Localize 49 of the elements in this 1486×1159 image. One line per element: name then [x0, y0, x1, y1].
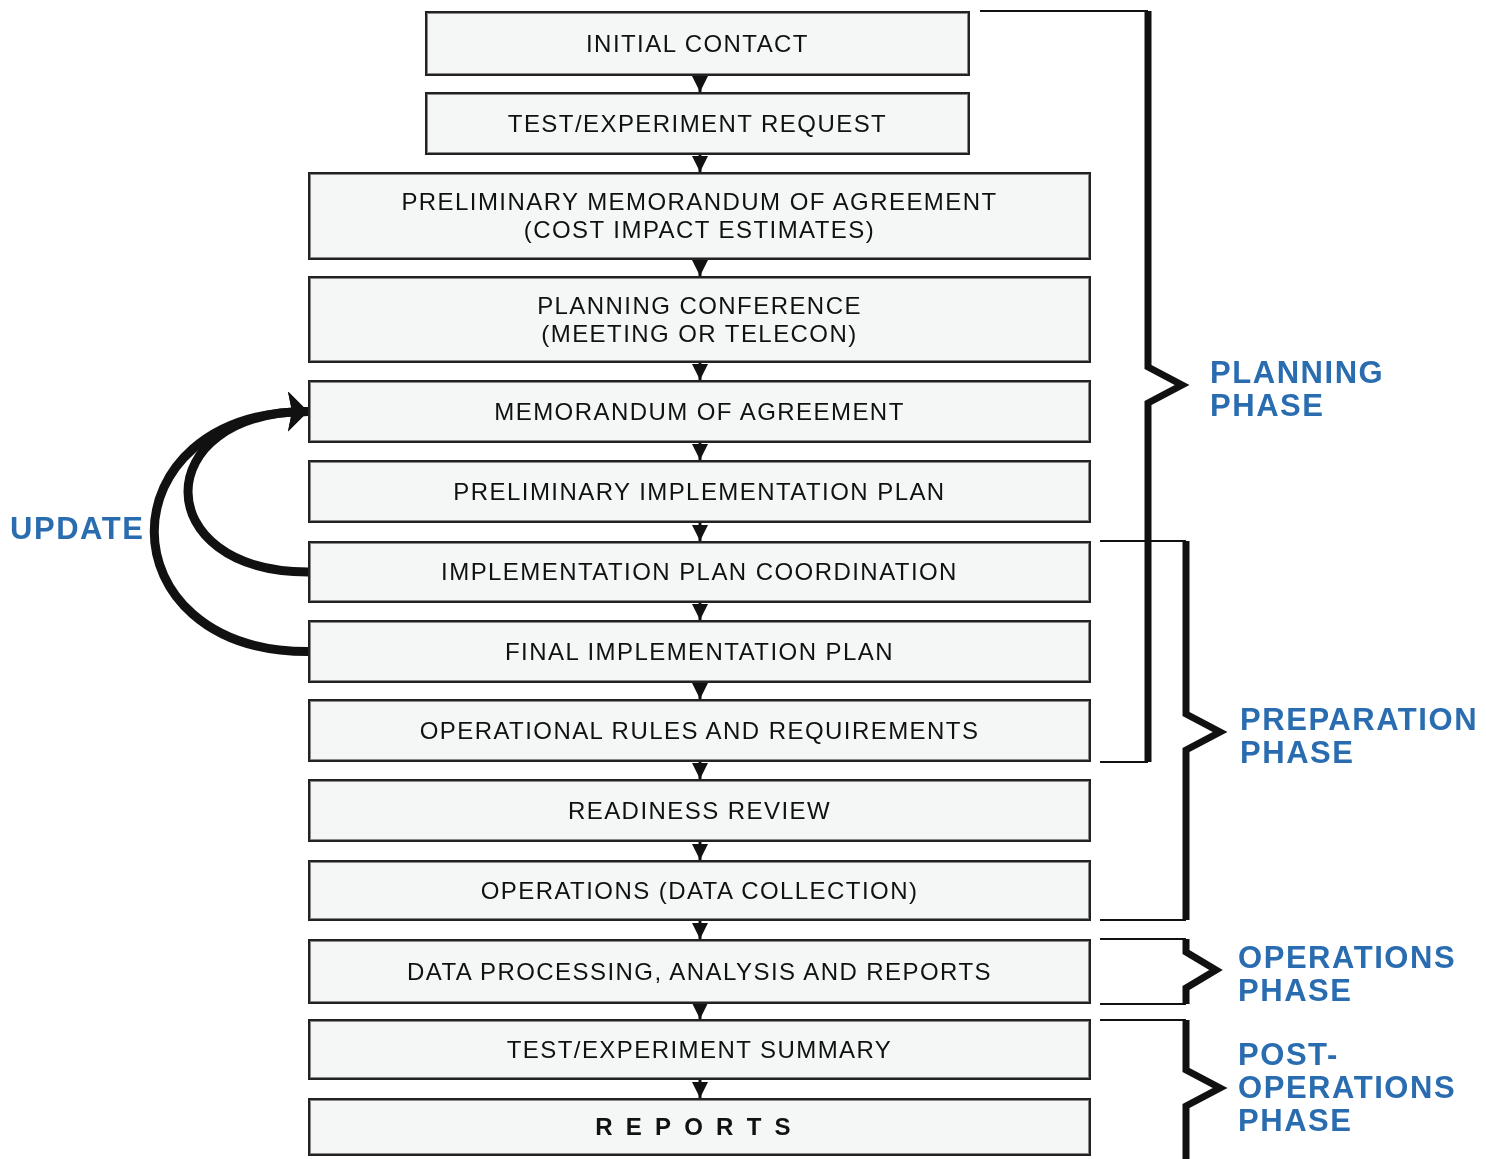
- box-label: IMPLEMENTATION PLAN COORDINATION: [441, 558, 958, 586]
- arrow: [692, 1080, 708, 1098]
- process-box: [308, 380, 1091, 443]
- phase-label: UPDATE: [10, 512, 146, 545]
- arrow: [692, 921, 708, 939]
- box-label: (MEETING OR TELECON): [541, 319, 858, 348]
- arrow: [692, 683, 708, 699]
- phase-label: OPERATIONS PHASE: [1238, 941, 1458, 1007]
- arrow: [692, 523, 708, 541]
- phase-label: PREPARATION PHASE: [1240, 703, 1480, 769]
- process-box: [308, 779, 1091, 842]
- box-label: READINESS REVIEW: [567, 796, 832, 825]
- arrow: [692, 1003, 708, 1019]
- arrow: [692, 155, 708, 172]
- box-label: PRELIMINARY IMPLEMENTATION PLAN: [453, 477, 946, 506]
- process-box: [308, 860, 1091, 921]
- phase-label: PLANNING PHASE: [1210, 356, 1386, 422]
- process-box: [308, 939, 1091, 1004]
- box-label: PRELIMINARY MEMORANDUM OF AGREEMENT: [401, 188, 998, 216]
- arrow: [692, 443, 708, 460]
- arrow: [692, 762, 708, 779]
- box-label: TEST/EXPERIMENT SUMMARY: [506, 1035, 893, 1064]
- box-label: PLANNING CONFERENCE: [537, 291, 862, 320]
- box-label: OPERATIONS (DATA COLLECTION): [480, 876, 919, 905]
- arrow: [692, 842, 708, 860]
- process-box: [425, 11, 970, 76]
- process-box: [308, 276, 1091, 363]
- box-label: OPERATIONAL RULES AND REQUIREMENTS: [419, 716, 980, 745]
- box-label: TEST/EXPERIMENT REQUEST: [507, 109, 888, 138]
- arrow: [692, 603, 708, 620]
- process-box: [308, 172, 1091, 260]
- box-label: INITIAL CONTACT: [586, 29, 809, 58]
- process-box: [308, 620, 1091, 683]
- process-box: [308, 460, 1091, 523]
- process-box: [308, 699, 1091, 762]
- box-label: REPORTS: [595, 1113, 804, 1141]
- arrow: [150, 393, 309, 656]
- box-label: FINAL IMPLEMENTATION PLAN: [505, 637, 894, 666]
- box-label: DATA PROCESSING, ANALYSIS AND REPORTS: [407, 957, 992, 986]
- phase-label: POST-OPERATIONS PHASE: [1238, 1038, 1458, 1137]
- process-box: [425, 92, 970, 155]
- box-label: (COST IMPACT ESTIMATES): [523, 216, 876, 244]
- arrow: [692, 363, 708, 380]
- process-box: [308, 541, 1091, 603]
- process-box: [308, 1098, 1091, 1156]
- arrow: [692, 260, 708, 276]
- box-label: MEMORANDUM OF AGREEMENT: [494, 397, 905, 426]
- arrow: [692, 76, 708, 92]
- process-box: [308, 1019, 1091, 1080]
